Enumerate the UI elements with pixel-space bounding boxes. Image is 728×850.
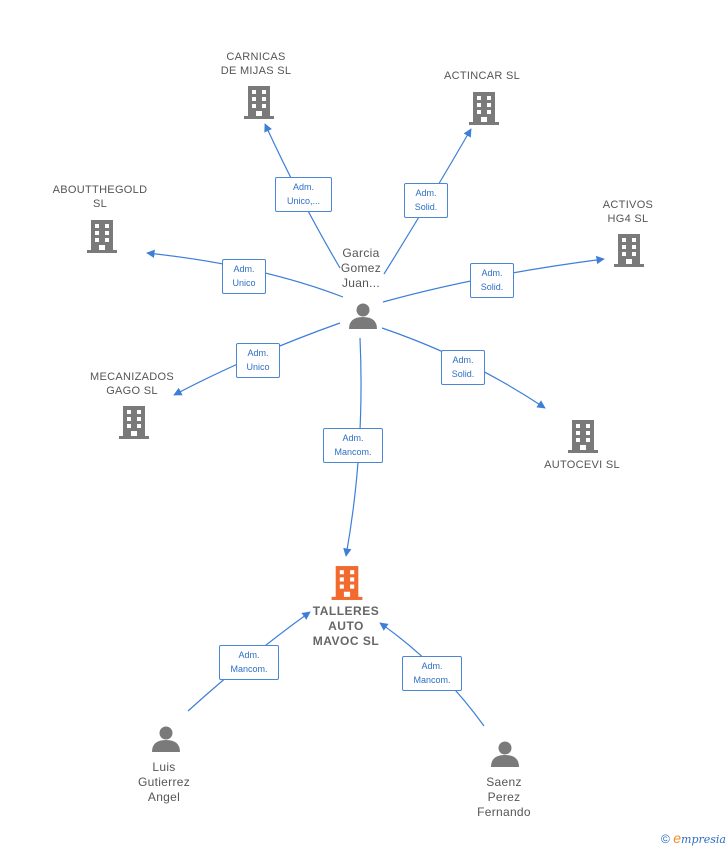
main-company-label[interactable]: TALLERES AUTO MAVOC SL (312, 604, 380, 648)
person-icon[interactable] (151, 725, 181, 753)
edge-label-autocevi: Adm. Solid. (441, 350, 485, 385)
person-icon[interactable] (348, 302, 378, 330)
footer-brand[interactable]: © empresia (661, 830, 726, 846)
person-label-garcia[interactable]: Garcia Gomez Juan... (340, 246, 382, 290)
building-icon[interactable] (613, 232, 645, 268)
person-label-saenz[interactable]: Saenz Perez Fernando (477, 775, 531, 819)
edge-label-talleres-luis: Adm. Mancom. (219, 645, 279, 680)
building-icon[interactable] (118, 404, 150, 440)
company-label-actincar[interactable]: ACTINCAR SL (443, 70, 521, 82)
main-company-building-icon[interactable] (330, 564, 364, 601)
edge-label-aboutthegold: Adm. Unico (222, 259, 266, 294)
brand-logo-text: mpresia (681, 833, 726, 846)
copyright-icon: © (661, 832, 670, 846)
edge-label-activos: Adm. Solid. (470, 263, 514, 298)
company-label-autocevi[interactable]: AUTOCEVI SL (544, 459, 620, 471)
edge-label-talleres-garcia: Adm. Mancom. (323, 428, 383, 463)
edge-label-carnicas: Adm. Unico,... (275, 177, 332, 212)
company-label-carnicas[interactable]: CARNICAS DE MIJAS SL (220, 51, 292, 77)
edge-label-talleres-saenz: Adm. Mancom. (402, 656, 462, 691)
person-icon[interactable] (490, 740, 520, 768)
building-icon[interactable] (243, 84, 275, 120)
building-icon[interactable] (86, 218, 118, 254)
company-label-mecanizados[interactable]: MECANIZADOS GAGO SL (90, 371, 174, 397)
edge-label-actincar: Adm. Solid. (404, 183, 448, 218)
company-label-aboutthegold[interactable]: ABOUTTHEGOLD SL (52, 184, 148, 210)
edge-label-mecanizados: Adm. Unico (236, 343, 280, 378)
building-icon[interactable] (567, 418, 599, 454)
person-label-luis[interactable]: Luis Gutierrez Angel (137, 760, 191, 804)
company-label-activos[interactable]: ACTIVOS HG4 SL (602, 199, 654, 225)
brand-logo-initial: e (673, 830, 682, 846)
building-icon[interactable] (468, 90, 500, 126)
